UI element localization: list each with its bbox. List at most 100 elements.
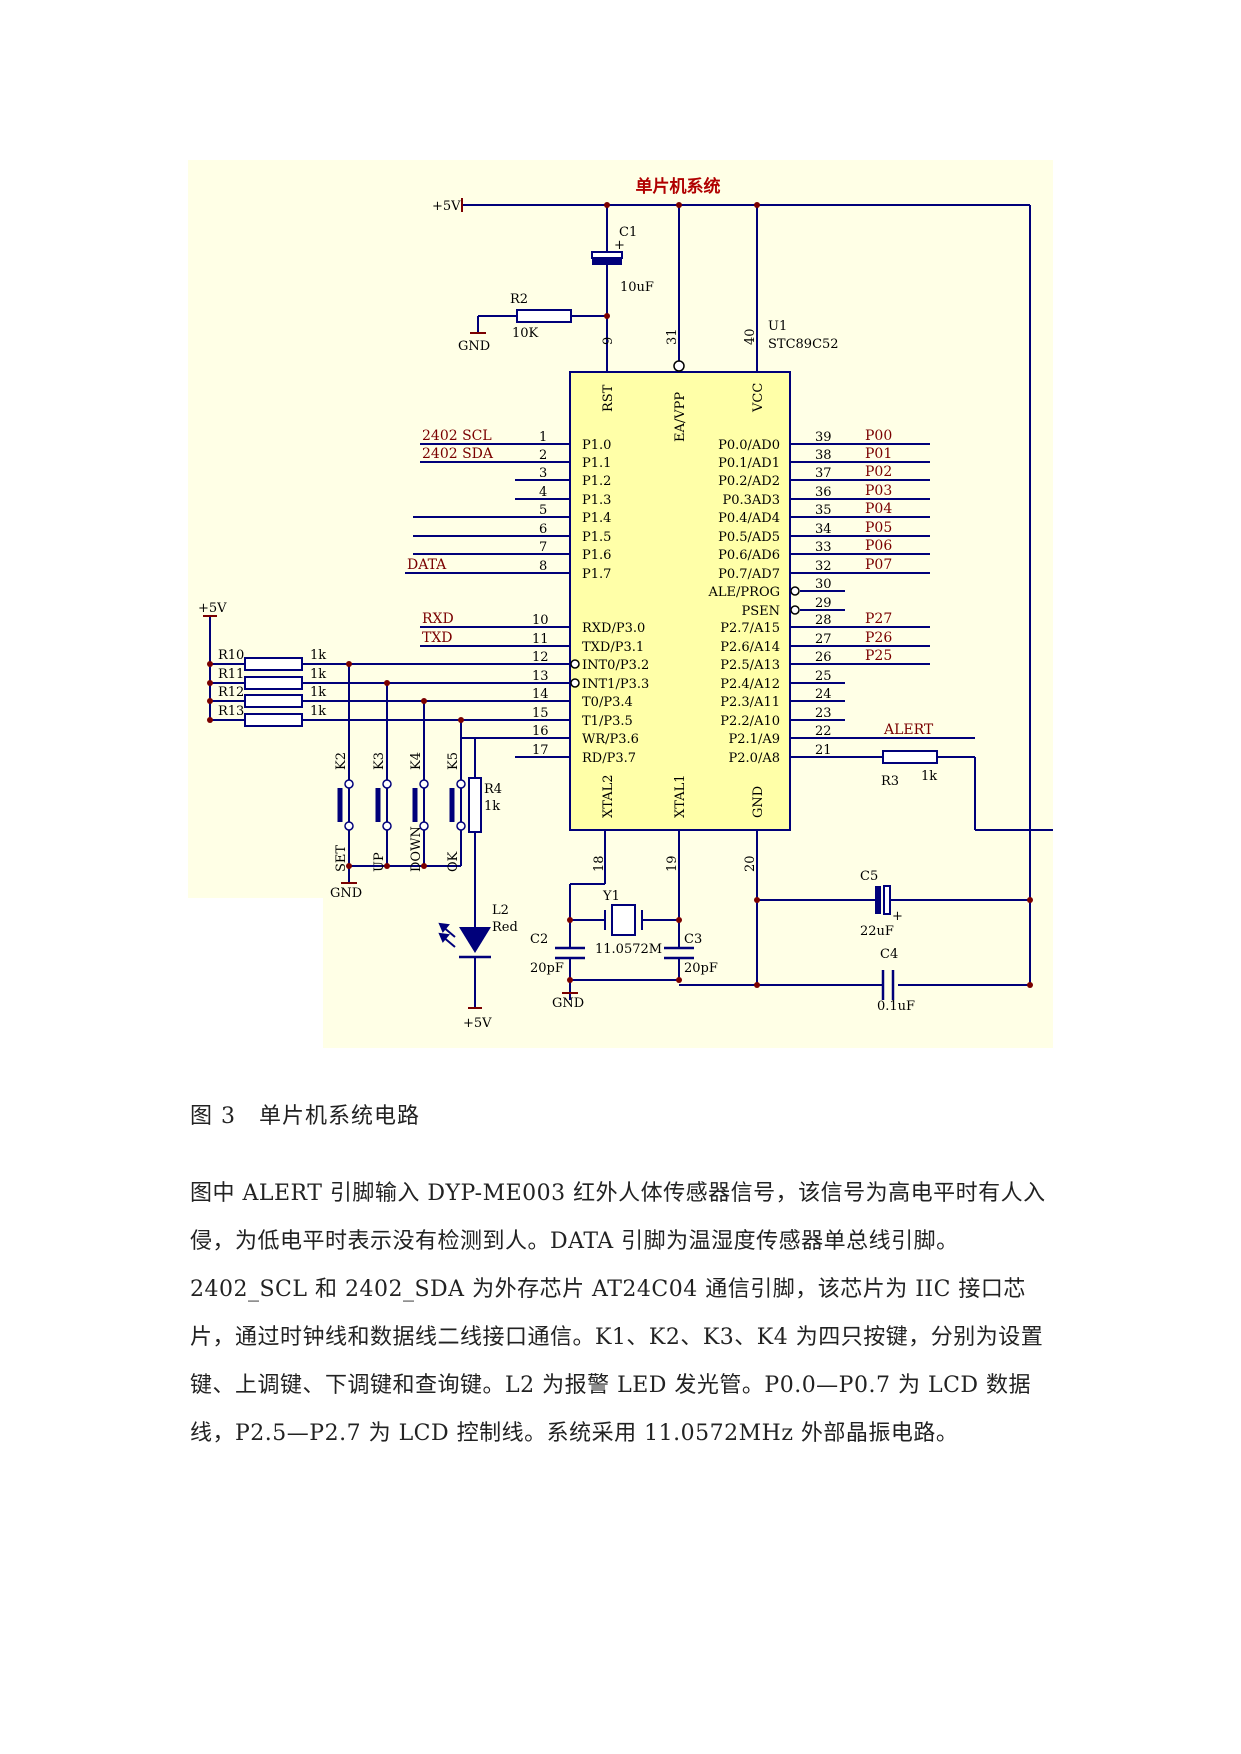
pin-p1-6: P1.6 (582, 548, 611, 563)
pin-p1-2: P1.2 (582, 474, 611, 489)
net-p04: P04 (865, 501, 892, 517)
r10-value: 1k (310, 648, 326, 663)
junctions (207, 202, 1033, 988)
r12-value: 1k (310, 685, 326, 700)
k4-label: DOWN (409, 826, 424, 872)
c4-value: 0.1uF (877, 999, 915, 1014)
pin-p0-5: P0.5/AD5 (718, 530, 780, 545)
pin-num-11: 11 (532, 632, 549, 647)
r13-value: 1k (310, 704, 326, 719)
gnd-label-2: GND (330, 886, 362, 901)
k3-ref: K3 (372, 752, 387, 770)
pullup-resistors (244, 657, 303, 727)
pin-name-gnd: GND (751, 786, 766, 818)
pin-p1-4: P1.4 (582, 511, 611, 526)
pin-p1-0: P1.0 (582, 438, 611, 453)
r12-ref: R12 (218, 685, 244, 700)
k3-label: UP (372, 852, 387, 872)
net-p03: P03 (865, 483, 892, 499)
right-pin-names: P0.0/AD0 P0.1/AD1 P0.2/AD2 P0.3AD3 P0.4/… (708, 438, 780, 766)
y1-value: 11.0572M (595, 942, 662, 957)
l2-ref: L2 (492, 903, 509, 918)
pin-num-18: 18 (592, 855, 607, 872)
pin-p3-3: INT1/P3.3 (582, 677, 649, 692)
c1-plate (591, 251, 623, 259)
c5-plate-neg (875, 886, 881, 914)
schematic-title: 单片机系统 (636, 176, 721, 197)
pin-name-xtal2: XTAL2 (601, 774, 616, 818)
pin-num-17: 17 (532, 743, 549, 758)
pin-p2-0: P2.0/A8 (729, 751, 780, 766)
pin-num-33: 33 (815, 540, 832, 555)
k2-ref: K2 (334, 752, 349, 770)
pin-p2-3: P2.3/A11 (720, 695, 780, 710)
pin-p3-0: RXD/P3.0 (582, 621, 645, 636)
u1-ref: U1 (768, 319, 787, 334)
pin-p3-5: T1/P3.5 (582, 714, 633, 729)
pin-p0-2: P0.2/AD2 (718, 474, 780, 489)
pin-num-19: 19 (665, 855, 680, 872)
pin-num-3: 3 (539, 466, 547, 481)
pin-p0-7: P0.7/AD7 (718, 567, 780, 582)
r4-ref: R4 (484, 782, 502, 797)
k2-label: SET (334, 845, 349, 872)
pin-num-40: 40 (743, 328, 758, 345)
net-2402-scl: 2402 SCL (422, 428, 492, 444)
pin-p3-7: RD/P3.7 (582, 751, 636, 766)
pin-num-16: 16 (532, 724, 549, 739)
pin-ale: ALE/PROG (708, 585, 780, 600)
y1-body (611, 904, 636, 936)
c5-ref: C5 (860, 869, 878, 884)
c1-value: 10uF (620, 280, 654, 295)
r11-value: 1k (310, 667, 326, 682)
r3-value: 1k (921, 769, 937, 784)
net-p07: P07 (865, 557, 892, 573)
pin-num-1: 1 (539, 430, 547, 445)
net-p01: P01 (865, 446, 892, 462)
pin-num-2: 2 (539, 448, 547, 463)
pin-p0-3: P0.3AD3 (722, 493, 780, 508)
vcc-label-bottom: +5V (463, 1016, 492, 1031)
pin-num-37: 37 (815, 466, 832, 481)
c3-ref: C3 (684, 932, 702, 947)
pin-num-20: 20 (743, 855, 758, 872)
net-p27: P27 (865, 611, 892, 627)
pin-num-34: 34 (815, 522, 832, 537)
net-rxd: RXD (422, 611, 454, 627)
pin-p2-4: P2.4/A12 (720, 677, 780, 692)
body-paragraph: 图中 ALERT 引脚输入 DYP-ME003 红外人体传感器信号，该信号为高电… (190, 1181, 1046, 1446)
pin-p0-1: P0.1/AD1 (718, 456, 780, 471)
pin-num-12: 12 (532, 650, 549, 665)
y1-ref: Y1 (602, 889, 620, 904)
pin-num-23: 23 (815, 706, 832, 721)
left-pin-names: P1.0 P1.1 P1.2 P1.3 P1.4 P1.5 P1.6 P1.7 … (582, 438, 649, 766)
pin-p0-4: P0.4/AD4 (718, 511, 780, 526)
pin-p2-7: P2.7/A15 (720, 621, 780, 636)
pin-num-13: 13 (532, 669, 549, 684)
net-p25: P25 (865, 648, 892, 664)
pin-p3-2: INT0/P3.2 (582, 658, 649, 673)
pin-p2-2: P2.2/A10 (720, 714, 780, 729)
l2-light-arrows (438, 922, 456, 948)
pin-name-vcc: VCC (751, 383, 766, 413)
vcc-label-top: +5V (432, 199, 461, 214)
psen-bubble (790, 605, 800, 615)
key-switches (337, 779, 466, 831)
pin-num-39: 39 (815, 430, 832, 445)
r11-ref: R11 (218, 667, 244, 682)
pin-p1-1: P1.1 (582, 456, 611, 471)
pin-num-38: 38 (815, 448, 832, 463)
k4-ref: K4 (409, 752, 424, 770)
pin-p1-7: P1.7 (582, 567, 611, 582)
pin-num-8: 8 (539, 559, 547, 574)
r4-value: 1k (484, 799, 500, 814)
gnd-label-1: GND (458, 339, 490, 354)
net-p00: P00 (865, 428, 892, 444)
k5-label: OK (446, 851, 461, 872)
r2-value: 10K (512, 326, 539, 341)
u1-part: STC89C52 (768, 337, 839, 352)
c1-plate-neg (592, 259, 622, 265)
k5-ref: K5 (446, 752, 461, 770)
c3-value: 20pF (684, 961, 718, 976)
c2-value: 20pF (530, 961, 564, 976)
